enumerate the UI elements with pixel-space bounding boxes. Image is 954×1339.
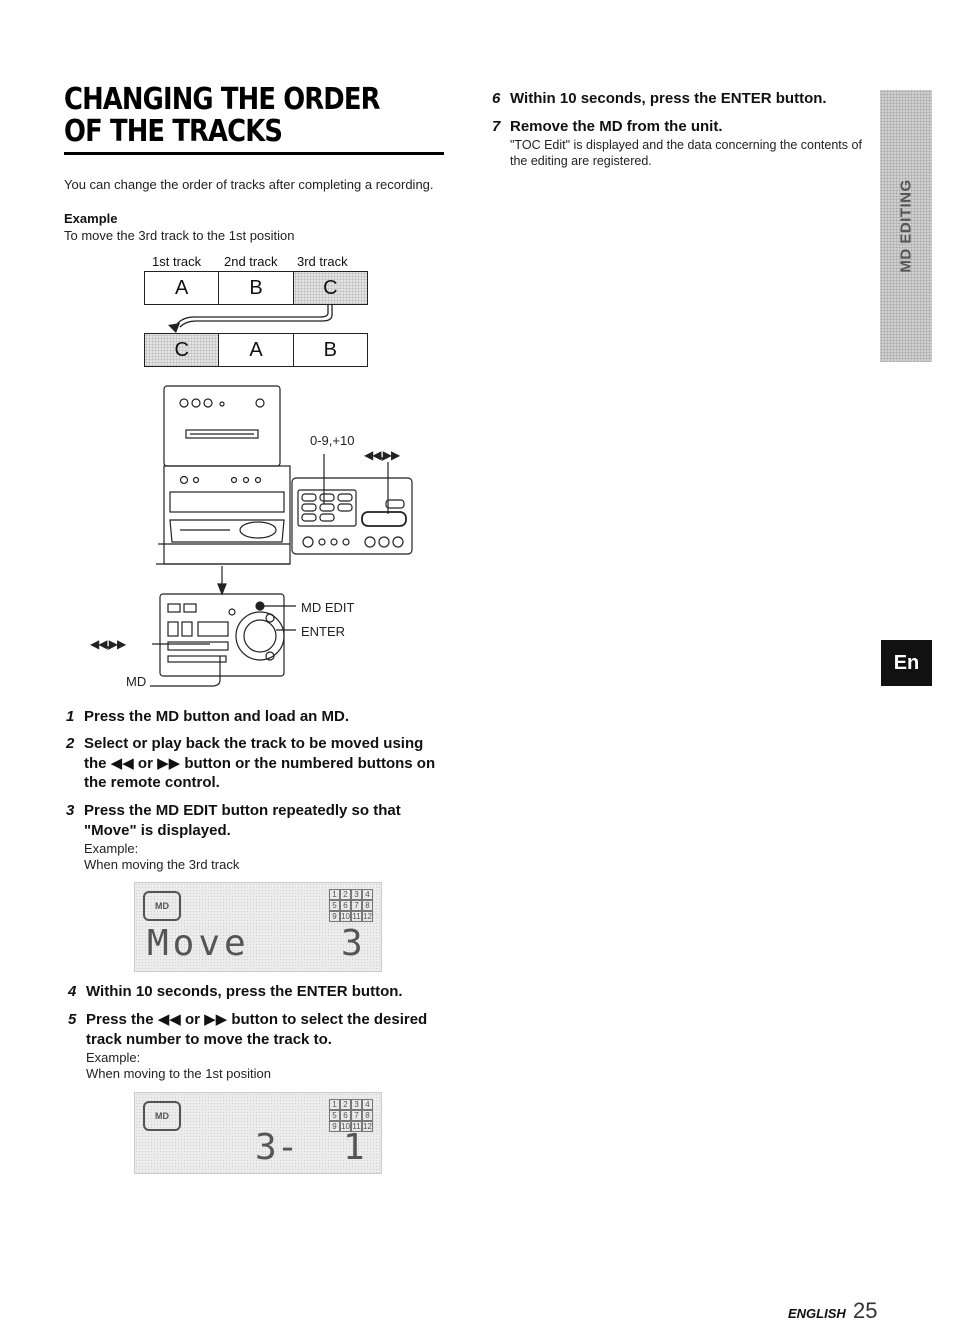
step-5-example-text: When moving to the 1st position: [86, 1066, 271, 1081]
track-grid-cell: 4: [362, 1099, 373, 1110]
lcd-track-number: 3: [341, 923, 363, 964]
lcd-display-position: MD 1 2 3 4 5 6 7 8 9 10 11 12 3- 1: [134, 1092, 382, 1174]
step-6: 6 Within 10 seconds, press the ENTER but…: [492, 89, 862, 109]
md-button-label: MD: [126, 674, 147, 689]
track-grid-cell: 12: [362, 911, 373, 922]
track-grid-cell: 7: [351, 1110, 362, 1121]
step-text: Select or play back the track to be move…: [84, 735, 436, 791]
track-cell: A: [174, 276, 189, 299]
skip-buttons-label: ◀◀,▶▶: [364, 448, 400, 462]
intro-text: You can change the order of tracks after…: [64, 177, 434, 192]
step-4: 4 Within 10 seconds, press the ENTER but…: [68, 982, 448, 1002]
lcd-track-number: 1: [343, 1127, 365, 1168]
step-number: 4: [68, 983, 77, 1000]
track-grid-cell: 3: [351, 889, 362, 900]
md-disc-icon: MD: [143, 891, 181, 921]
md-disc-icon: MD: [143, 1101, 181, 1131]
lcd-main-text: Move: [147, 923, 250, 964]
track-grid-cell: 9: [329, 1121, 340, 1132]
step-number: 5: [68, 1011, 77, 1028]
move-arrow: [168, 305, 333, 333]
track-grid: 1 2 3 4 5 6 7 8 9 10 11 12: [329, 1099, 373, 1132]
step-number: 2: [66, 735, 75, 752]
step-5-example-label: Example:: [86, 1050, 141, 1065]
track-grid-cell: 1: [329, 889, 340, 900]
footer-language: ENGLISH: [788, 1306, 846, 1321]
track-grid-cell: 8: [362, 1110, 373, 1121]
track-label-1: 1st track: [152, 254, 202, 269]
track-grid-cell: 11: [351, 911, 362, 922]
track-grid-cell: 12: [362, 1121, 373, 1132]
step-2: 2 Select or play back the track to be mo…: [66, 734, 446, 793]
track-grid-cell: 5: [329, 1110, 340, 1121]
step-7: 7 Remove the MD from the unit.: [492, 117, 862, 137]
md-edit-label: MD EDIT: [301, 600, 355, 615]
step-text: Within 10 seconds, press the ENTER butto…: [510, 90, 827, 107]
track-label-3: 3rd track: [297, 254, 348, 269]
track-grid-cell: 7: [351, 900, 362, 911]
title-underline: [64, 152, 444, 155]
track-row-before: A B C: [144, 271, 368, 305]
step-3: 3 Press the MD EDIT button repeatedly so…: [66, 801, 446, 840]
track-grid-cell: 1: [329, 1099, 340, 1110]
page-number: 25: [853, 1298, 878, 1323]
track-grid-cell: 10: [340, 911, 351, 922]
step-3-example-label: Example:: [84, 841, 139, 856]
track-grid-cell: 6: [340, 900, 351, 911]
track-label-2: 2nd track: [224, 254, 278, 269]
device-diagram: [150, 385, 413, 687]
section-side-tab: MD EDITING: [880, 90, 932, 362]
example-heading: Example: [64, 211, 118, 226]
track-grid: 1 2 3 4 5 6 7 8 9 10 11 12: [329, 889, 373, 922]
track-row-after: C A B: [144, 333, 368, 367]
track-cell: B: [292, 334, 367, 366]
example-text: To move the 3rd track to the 1st positio…: [64, 228, 295, 243]
language-tab: En: [881, 640, 932, 686]
step-text: Press the MD button and load an MD.: [84, 708, 350, 725]
step-number: 1: [66, 708, 75, 725]
track-cell: B: [218, 272, 292, 304]
track-grid-cell: 2: [340, 889, 351, 900]
enter-label: ENTER: [301, 624, 346, 639]
numbered-buttons-label: 0-9,+10: [310, 433, 355, 448]
section-tab-label: MD EDITING: [897, 179, 915, 273]
step-1: 1 Press the MD button and load an MD.: [66, 707, 446, 727]
track-grid-cell: 9: [329, 911, 340, 922]
track-grid-cell: 6: [340, 1110, 351, 1121]
step-3-example-text: When moving the 3rd track: [84, 857, 240, 872]
step-text: Press the MD EDIT button repeatedly so t…: [84, 802, 401, 839]
track-cell-moved: C: [145, 334, 219, 366]
lcd-display-move: MD 1 2 3 4 5 6 7 8 9 10 11 12 Move 3: [134, 882, 382, 972]
step-7-note: "TOC Edit" is displayed and the data con…: [510, 138, 862, 168]
track-grid-cell: 10: [340, 1121, 351, 1132]
page-title: CHANGING THE ORDER OF THE TRACKS: [64, 82, 381, 149]
skip-buttons-label-left: ◀◀,▶▶: [90, 637, 126, 651]
step-5: 5 Press the ◀◀ or ▶▶ button to select th…: [68, 1010, 448, 1049]
step-number: 7: [492, 118, 501, 135]
track-grid-cell: 2: [340, 1099, 351, 1110]
track-grid-cell: 3: [351, 1099, 362, 1110]
track-cell-moved: C: [292, 272, 367, 304]
step-number: 6: [492, 90, 501, 107]
track-grid-cell: 8: [362, 900, 373, 911]
lcd-main-text: 3-: [255, 1127, 299, 1168]
track-grid-cell: 4: [362, 889, 373, 900]
track-grid-cell: 11: [351, 1121, 362, 1132]
track-grid-cell: 5: [329, 900, 340, 911]
step-text: Remove the MD from the unit.: [510, 118, 723, 135]
step-text: Within 10 seconds, press the ENTER butto…: [86, 983, 403, 1000]
step-text: Press the ◀◀ or ▶▶ button to select the …: [86, 1011, 428, 1048]
track-cell: A: [218, 334, 292, 366]
step-number: 3: [66, 802, 75, 819]
